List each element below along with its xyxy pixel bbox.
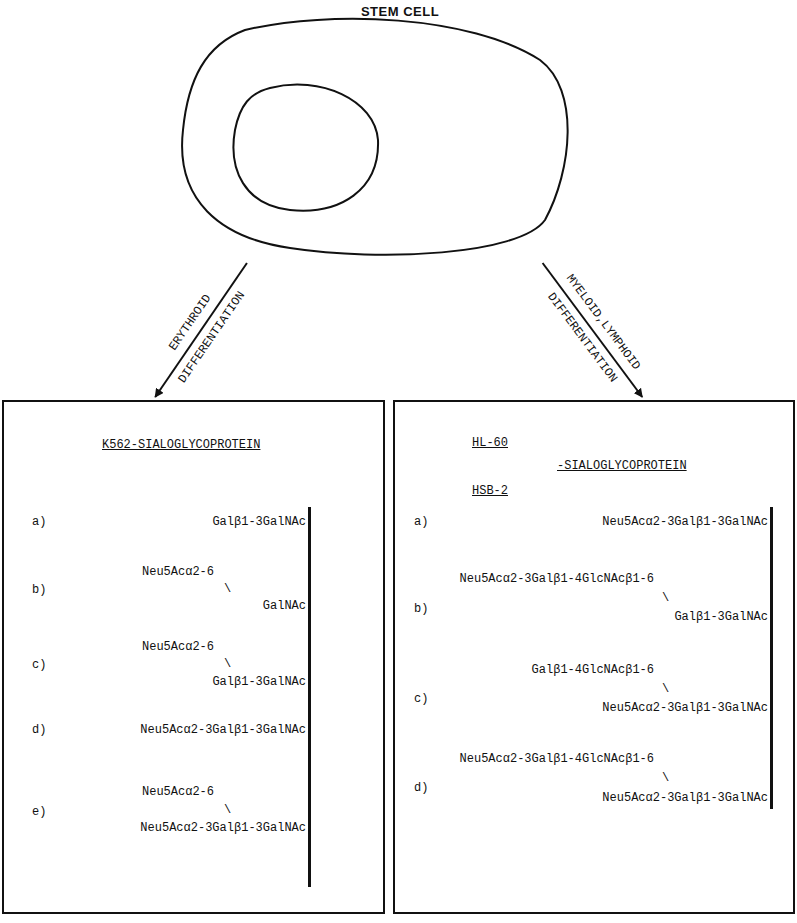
structure-text: Neu5Acα2-6 bbox=[142, 640, 214, 655]
structure-text: a) bbox=[414, 515, 428, 530]
structure-text: \ bbox=[224, 803, 231, 818]
structure-text: Galβ1-3GalNAc bbox=[212, 515, 306, 530]
peptide-bar bbox=[308, 507, 311, 887]
sialoglycoprotein-box: HL-60 -SIALOGLYCOPROTEIN HSB-2 a) Neu5Acα2-3… bbox=[393, 400, 795, 914]
arrow-label: ERYTHROID DIFFERENTIATION bbox=[149, 271, 253, 390]
structure-text: d) bbox=[414, 781, 428, 796]
heading-text: HSB-2 bbox=[472, 484, 508, 499]
arrow-label: MYELOID,LYMPHOID DIFFERENTIATION bbox=[537, 268, 647, 391]
structure-text: Neu5Acα2-3Galβ1-3GalNAc bbox=[602, 515, 768, 530]
structure-text: b) bbox=[32, 583, 46, 598]
structure-text: Neu5Acα2-3Galβ1-3GalNAc bbox=[602, 701, 768, 716]
structure-text: d) bbox=[32, 723, 46, 738]
structure-text: Neu5Acα2-3Galβ1-3GalNAc bbox=[140, 723, 306, 738]
structure-text: \ bbox=[662, 771, 669, 786]
structure-text: \ bbox=[224, 582, 231, 597]
cell-outline bbox=[170, 3, 575, 261]
structure-text: b) bbox=[414, 602, 428, 617]
structure-text: Neu5Acα2-6 bbox=[142, 565, 214, 580]
peptide-bar bbox=[770, 507, 773, 809]
structure-text: Neu5Acα2-6 bbox=[142, 785, 214, 800]
structure-text: Galβ1-4GlcNAcβ1-6 bbox=[532, 663, 654, 678]
structure-text: \ bbox=[662, 591, 669, 606]
heading-text: -SIALOGLYCOPROTEIN bbox=[557, 459, 687, 474]
cell-label: STEM CELL bbox=[361, 4, 439, 19]
structure-text: Neu5Acα2-3Galβ1-4GlcNAcβ1-6 bbox=[460, 752, 654, 767]
sialoglycoprotein-box: K562-SIALOGLYCOPROTEIN a) Galβ1-3GalNAc b) N… bbox=[2, 400, 385, 914]
structure-text: Neu5Acα2-3Galβ1-3GalNAc bbox=[140, 821, 306, 836]
stem-cell: STEM CELL bbox=[170, 3, 575, 261]
structure-text: Galβ1-3GalNAc bbox=[674, 610, 768, 625]
structure-text: \ bbox=[662, 682, 669, 697]
structure-text: Neu5Acα2-3Galβ1-3GalNAc bbox=[602, 791, 768, 806]
structure-text: GalNAc bbox=[263, 599, 306, 614]
structure-text: c) bbox=[414, 692, 428, 707]
structure-text: \ bbox=[224, 657, 231, 672]
structure-text: e) bbox=[32, 805, 46, 820]
structure-text: Neu5Acα2-3Galβ1-4GlcNAcβ1-6 bbox=[460, 572, 654, 587]
structure-text: c) bbox=[32, 658, 46, 673]
heading-text: HL-60 bbox=[472, 436, 508, 451]
heading-text: K562-SIALOGLYCOPROTEIN bbox=[102, 438, 260, 453]
structure-text: a) bbox=[32, 515, 46, 530]
structure-text: Galβ1-3GalNAc bbox=[212, 675, 306, 690]
